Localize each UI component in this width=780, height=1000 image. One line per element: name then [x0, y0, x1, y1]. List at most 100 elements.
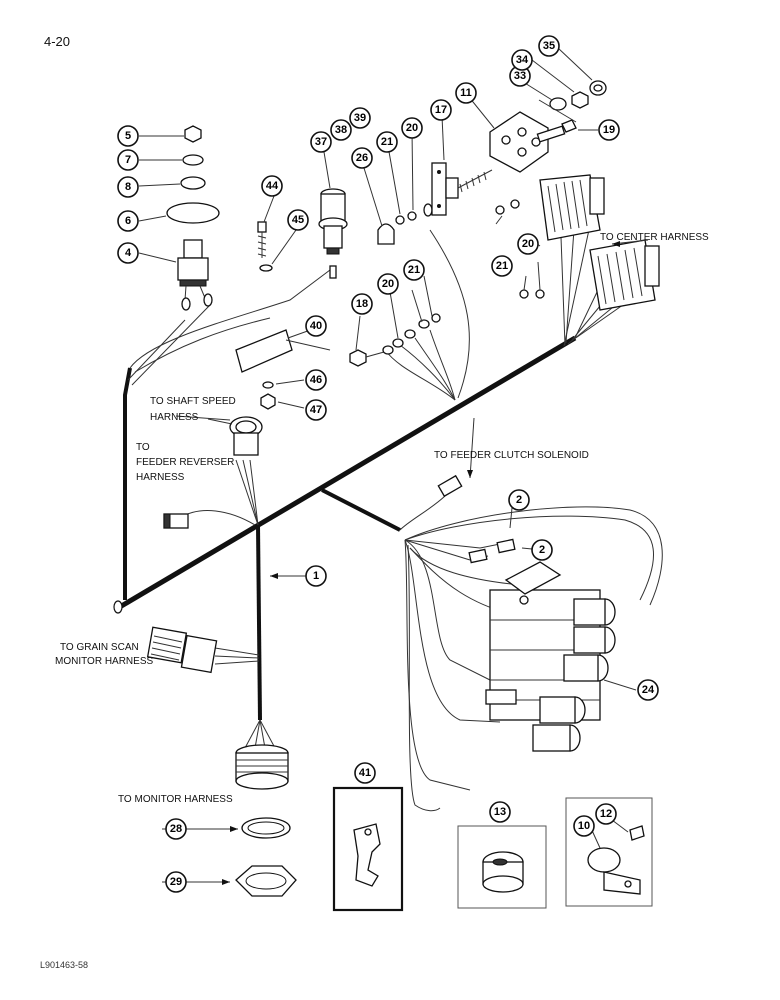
callout-21-low: 21: [403, 259, 425, 281]
callout-41: 41: [354, 762, 376, 784]
terminal-bolt-18: [349, 313, 441, 367]
callout-26: 26: [351, 147, 373, 169]
label-to-feeder-reverser-3: HARNESS: [136, 472, 185, 483]
callout-39: 39: [349, 107, 371, 129]
svg-text:40: 40: [310, 320, 322, 332]
callout-37: 37: [310, 131, 332, 153]
callout-38: 38: [330, 119, 352, 141]
svg-text:26: 26: [356, 152, 368, 164]
feeder-reverser-plug: [163, 513, 189, 529]
svg-text:46: 46: [310, 374, 322, 386]
svg-text:39: 39: [354, 112, 366, 124]
callout-2-top: 2: [508, 489, 530, 511]
callout-13: 13: [489, 801, 511, 823]
svg-text:28: 28: [170, 823, 182, 835]
svg-text:37: 37: [315, 136, 327, 148]
jam-nut-29: [235, 865, 297, 897]
svg-text:29: 29: [170, 876, 182, 888]
snap-ring-28: [241, 817, 291, 839]
relay-40: [235, 329, 331, 410]
washers-33-35: [549, 80, 607, 111]
callout-17: 17: [430, 99, 452, 121]
svg-text:2: 2: [539, 544, 545, 556]
callout-44: 44: [261, 175, 283, 197]
callout-45: 45: [287, 209, 309, 231]
callout-28: 28: [165, 818, 187, 840]
shaft-speed-connector: [229, 416, 263, 456]
label-to-shaft-speed-1: TO SHAFT SPEED: [150, 396, 236, 407]
screw-44: [257, 221, 273, 272]
svg-text:5: 5: [125, 130, 131, 142]
svg-text:21: 21: [496, 260, 508, 272]
callout-12: 12: [595, 803, 617, 825]
callout-46: 46: [305, 369, 327, 391]
svg-text:2: 2: [516, 494, 522, 506]
callout-29: 29: [165, 871, 187, 893]
callout-40: 40: [305, 315, 327, 337]
feeder-clutch-plug: [437, 474, 463, 498]
svg-text:17: 17: [435, 104, 447, 116]
label-to-feeder-reverser-1: TO: [136, 442, 150, 453]
drawing-code: L901463-58: [40, 960, 89, 970]
callout-20-top: 20: [401, 117, 423, 139]
callouts: 5 7 8 6 4 44 45 37 38 39 26 21 20 17 11 …: [117, 35, 659, 893]
clip-41-box: [332, 786, 404, 912]
svg-text:4: 4: [125, 247, 132, 259]
svg-text:12: 12: [600, 808, 612, 820]
svg-text:13: 13: [494, 806, 506, 818]
callout-34: 34: [511, 49, 533, 71]
callout-8: 8: [117, 176, 139, 198]
switch-assembly: [166, 125, 220, 311]
svg-text:19: 19: [603, 124, 615, 136]
callout-35: 35: [538, 35, 560, 57]
svg-text:47: 47: [310, 404, 322, 416]
svg-text:20: 20: [522, 238, 534, 250]
connector-11: [489, 111, 549, 173]
callout-11: 11: [455, 82, 477, 104]
svg-text:18: 18: [356, 298, 368, 310]
center-harness-connectors: [495, 174, 660, 311]
switch-37: [318, 188, 348, 279]
callout-47: 47: [305, 399, 327, 421]
label-to-feeder-reverser-2: FEEDER REVERSER: [136, 457, 234, 468]
callout-20-mid: 20: [517, 233, 539, 255]
svg-text:11: 11: [460, 87, 472, 99]
svg-text:35: 35: [543, 40, 555, 52]
callout-4: 4: [117, 242, 139, 264]
callout-19: 19: [598, 119, 620, 141]
svg-text:20: 20: [406, 122, 418, 134]
callout-5: 5: [117, 125, 139, 147]
label-to-monitor-harness: TO MONITOR HARNESS: [118, 794, 233, 805]
grommet-13-box: [457, 825, 547, 909]
monitor-connector: [235, 744, 289, 790]
bolt-19: [536, 119, 577, 143]
callout-21-top: 21: [376, 131, 398, 153]
svg-text:44: 44: [266, 180, 279, 192]
svg-text:7: 7: [125, 154, 131, 166]
label-to-grain-scan-1: TO GRAIN SCAN: [60, 642, 139, 653]
label-to-shaft-speed-2: HARNESS: [150, 412, 199, 423]
callout-24: 24: [637, 679, 659, 701]
svg-text:41: 41: [359, 767, 371, 779]
svg-text:45: 45: [292, 214, 304, 226]
label-to-grain-scan-2: MONITOR HARNESS: [55, 656, 153, 667]
svg-text:8: 8: [125, 181, 131, 193]
callout-21-mid: 21: [491, 255, 513, 277]
svg-text:33: 33: [514, 70, 526, 82]
label-to-feeder-clutch: TO FEEDER CLUTCH SOLENOID: [434, 450, 589, 461]
svg-text:20: 20: [382, 278, 394, 290]
callout-20-low: 20: [377, 273, 399, 295]
svg-text:24: 24: [642, 684, 655, 696]
callout-6: 6: [117, 210, 139, 232]
callout-1: 1: [305, 565, 327, 587]
svg-text:21: 21: [408, 264, 420, 276]
grain-scan-connector: [146, 626, 218, 674]
harness-labels: TO CENTER HARNESS TO SHAFT SPEED HARNESS…: [55, 232, 709, 805]
svg-text:34: 34: [516, 54, 529, 66]
svg-text:38: 38: [335, 124, 347, 136]
callout-18: 18: [351, 293, 373, 315]
terminal-cap-26: [377, 203, 433, 245]
callout-2-bottom: 2: [531, 539, 553, 561]
solenoid-valve-24: [468, 538, 616, 752]
